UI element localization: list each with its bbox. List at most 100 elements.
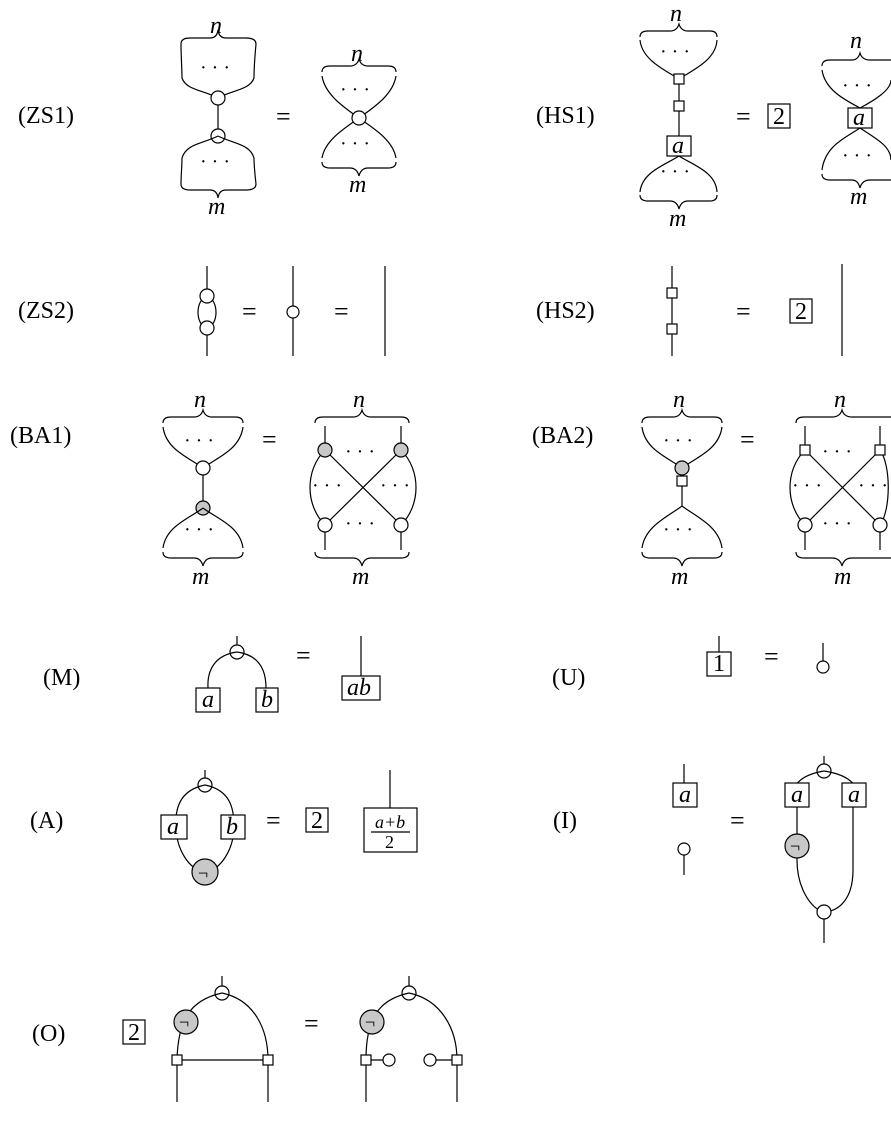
wire-ellipsis: · · · <box>340 133 370 155</box>
phase-box-a <box>784 782 810 808</box>
white-spider-node <box>393 517 409 533</box>
wire-ellipsis: · · · <box>842 145 872 167</box>
equals-sign: = <box>736 297 751 326</box>
equals-sign: = <box>304 1009 319 1038</box>
grey-spider-node <box>393 442 409 458</box>
rule-zs1: (ZS1) n · · · · · · m = n · · · · · · m <box>18 13 397 220</box>
rule-label-zs2: (ZS2) <box>18 298 74 324</box>
scalar-value: 2 <box>773 104 785 130</box>
scalar-box <box>789 298 813 324</box>
equals-sign: = <box>736 102 751 131</box>
top-wire-count-n: n <box>673 387 685 413</box>
bottom-wire-count-m: m <box>834 564 851 590</box>
phase-box-b <box>255 687 279 713</box>
bottom-wire-count-m: m <box>671 564 688 590</box>
grey-spider-node <box>674 460 690 476</box>
white-spider-node <box>210 90 226 106</box>
rule-hs1: (HS1) n · · · a · · · m = 2 n · · · a · … <box>536 1 891 232</box>
rule-i: (I) a = a a ¬ <box>553 756 867 943</box>
phase-box-a <box>160 814 188 840</box>
top-wire-count-n: n <box>351 41 363 67</box>
wire-ellipsis: · · · <box>660 41 690 63</box>
rule-label-hs2: (HS2) <box>536 298 595 324</box>
scalar-value: 2 <box>128 1020 140 1046</box>
phase-box-average <box>363 807 418 853</box>
wire-ellipsis: · · · <box>822 441 852 463</box>
phase-label: a <box>853 105 865 131</box>
not-spider-node <box>173 1009 199 1035</box>
equals-sign: = <box>730 806 745 835</box>
white-spider-node <box>199 288 215 304</box>
not-spider-node <box>784 833 810 859</box>
rule-zs2: (ZS2) = = <box>18 266 386 356</box>
white-spider-node <box>816 904 832 920</box>
phase-label: b <box>226 814 238 840</box>
rule-label-ba1: (BA1) <box>10 423 71 449</box>
bottom-wire-count-m: m <box>208 194 225 220</box>
rule-m: (M) a b = ab <box>43 636 381 713</box>
phase-label: a <box>791 782 803 808</box>
fraction-numerator: a+b <box>375 812 405 832</box>
hadamard-box <box>666 287 678 299</box>
top-wire-count-n: n <box>670 1 682 27</box>
wire-ellipsis: · · · <box>822 513 852 535</box>
white-spider-node <box>677 842 691 856</box>
top-wire-count-n: n <box>353 387 365 413</box>
not-spider-node <box>191 858 219 886</box>
phase-label: a <box>167 814 179 840</box>
white-spider-node <box>286 305 300 319</box>
rule-label-i: (I) <box>553 808 577 834</box>
rule-ba2: (BA2) n · · · · · · m = n · · · · · · · … <box>532 387 891 590</box>
white-spider-node <box>195 460 211 476</box>
wire-ellipsis: · · · <box>858 475 888 497</box>
bottom-wire-count-m: m <box>669 206 686 232</box>
phase-label: ab <box>347 675 371 701</box>
scalar-box <box>122 1019 146 1045</box>
wire-ellipsis: · · · <box>200 57 230 79</box>
not-spider-node <box>359 1009 385 1035</box>
rule-label-ba2: (BA2) <box>532 423 593 449</box>
phase-box-b <box>220 814 246 840</box>
white-spider-node <box>797 517 813 533</box>
phase-box-a <box>847 107 873 129</box>
grey-spider-node <box>317 442 333 458</box>
phase-box-a <box>841 782 867 808</box>
top-wire-count-n: n <box>850 28 862 54</box>
white-spider-node <box>816 660 830 674</box>
white-spider-node <box>351 110 367 126</box>
equals-sign: = <box>764 642 779 671</box>
wire-ellipsis: · · · <box>663 430 693 452</box>
white-spider-node <box>317 517 333 533</box>
rule-a: (A) a b ¬ = 2 a+b 2 <box>30 770 418 886</box>
phase-label: a <box>202 687 214 713</box>
white-spider-node <box>872 517 888 533</box>
not-symbol: ¬ <box>365 1012 375 1032</box>
hadamard-box <box>673 73 685 85</box>
rule-label-u: (U) <box>552 665 585 691</box>
not-symbol: ¬ <box>179 1012 189 1032</box>
top-wire-count-n: n <box>834 387 846 413</box>
phase-box-a <box>195 687 221 713</box>
wire-ellipsis: · · · <box>842 75 872 97</box>
hadamard-box <box>676 475 688 487</box>
rule-label-m: (M) <box>43 665 80 691</box>
phase-label: a <box>848 782 860 808</box>
equals-sign: = <box>740 425 755 454</box>
top-wire-count-n: n <box>194 387 206 413</box>
rule-u: (U) 1 = <box>552 636 830 691</box>
hadamard-box <box>673 100 685 112</box>
rule-label-hs1: (HS1) <box>536 103 595 129</box>
rule-label-o: (O) <box>32 1021 65 1047</box>
bottom-wire-count-m: m <box>850 184 867 210</box>
wire-ellipsis: · · · <box>340 79 370 101</box>
bottom-wire-count-m: m <box>192 564 209 590</box>
rule-hs2: (HS2) = 2 <box>536 264 843 356</box>
top-wire-count-n: n <box>210 13 222 39</box>
scalar-value: 2 <box>795 299 807 325</box>
bottom-wire-count-m: m <box>352 564 369 590</box>
hadamard-box <box>262 1054 274 1066</box>
hadamard-box <box>666 323 678 335</box>
wire-ellipsis: · · · <box>660 161 690 183</box>
wire-ellipsis: · · · <box>312 475 342 497</box>
